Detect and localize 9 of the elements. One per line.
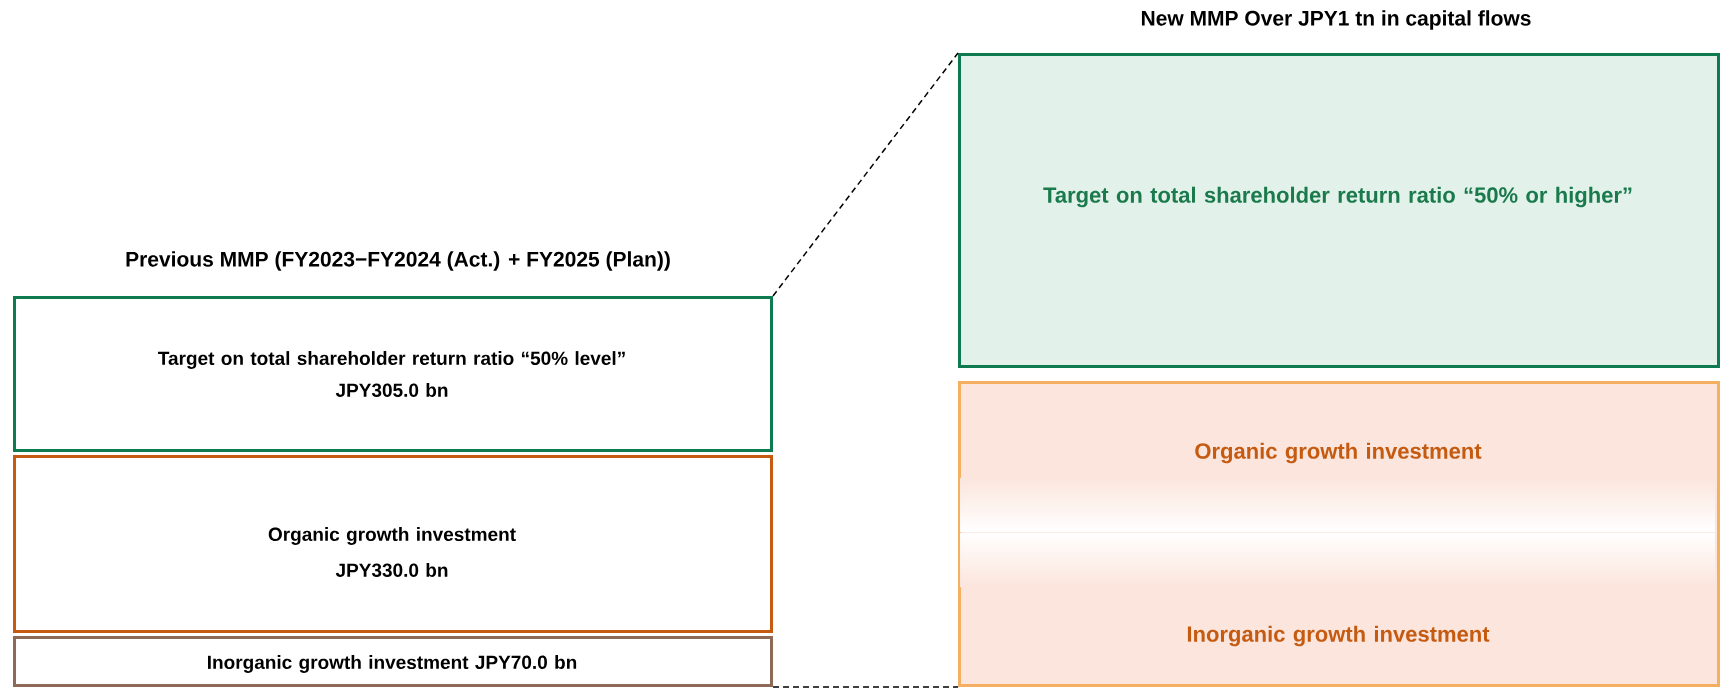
text-box: Target on total shareholder return ratio “50% or higher” [958,53,1720,368]
text-box: Organic growth investment Inorganic growth investment [958,381,1720,687]
heading: New MMP Over JPY1 tn in capital flows [1141,10,1531,30]
text-box: Target on total shareholder return ratio “50% level” JPY305.0 bn [13,296,773,452]
heading: Previous MMP (FY2023−FY2024 (Act.) + FY2025 (Plan)) [126,251,670,271]
dashed-line [772,52,959,297]
text-box: Inorganic growth investment JPY70.0 bn [13,636,773,687]
dashed-line [772,686,959,688]
text-box: Organic growth investment JPY330.0 bn [13,455,773,633]
